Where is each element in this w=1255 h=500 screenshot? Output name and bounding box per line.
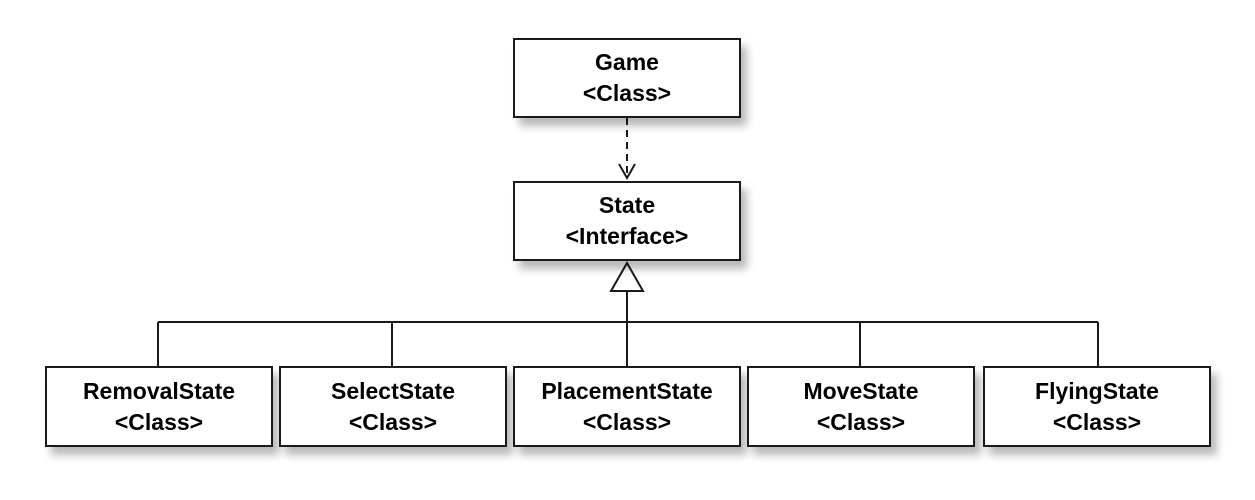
class-box-game: Game <Class> <box>513 38 741 118</box>
class-name: PlacementState <box>541 377 713 404</box>
class-stereotype: <Class> <box>1052 408 1142 435</box>
dependency-arrowhead <box>618 163 636 181</box>
class-name: SelectState <box>330 377 455 404</box>
class-box-removal-state: RemovalState <Class> <box>45 366 273 447</box>
class-name: Game <box>595 49 659 75</box>
class-stereotype: <Interface> <box>565 223 689 249</box>
class-stereotype: <Class> <box>816 408 906 435</box>
class-box-select-state: SelectState <Class> <box>279 366 507 447</box>
class-stereotype: <Class> <box>114 408 204 435</box>
class-box-flying-state: FlyingState <Class> <box>983 366 1211 447</box>
class-stereotype: <Class> <box>348 408 438 435</box>
interface-box-state: State <Interface> <box>513 181 741 261</box>
class-stereotype: <Class> <box>582 408 672 435</box>
class-name: MoveState <box>803 377 919 404</box>
class-name: State <box>598 192 656 218</box>
class-box-placement-state: PlacementState <Class> <box>513 366 741 447</box>
realization-triangle-head <box>609 260 645 292</box>
class-name: RemovalState <box>82 377 236 404</box>
class-box-move-state: MoveState <Class> <box>747 366 975 447</box>
class-stereotype: <Class> <box>582 80 672 106</box>
class-name: FlyingState <box>1035 377 1159 404</box>
